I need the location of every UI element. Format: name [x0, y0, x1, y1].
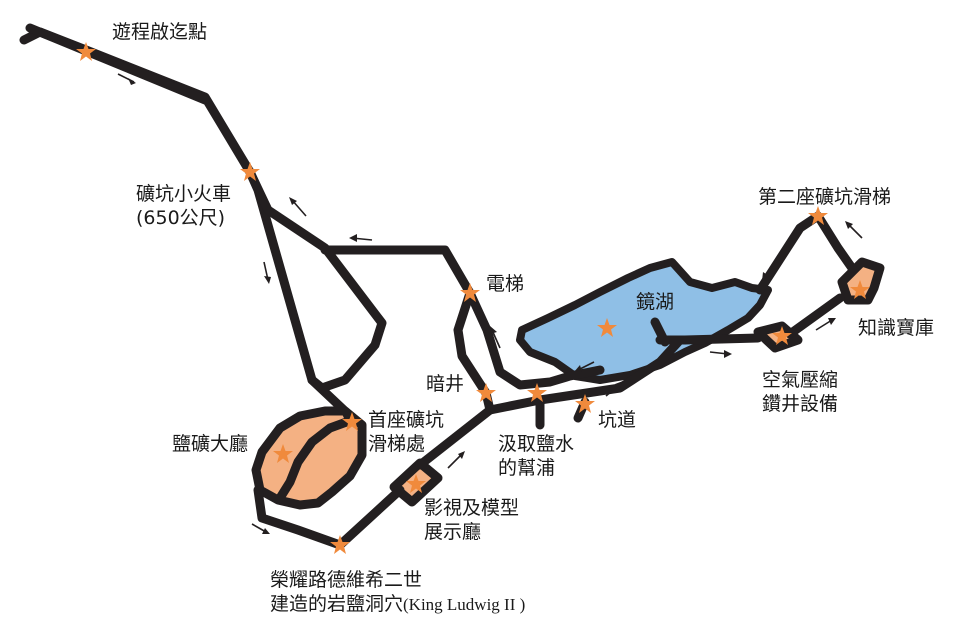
treasury-room [837, 257, 885, 305]
arrow-icon [251, 523, 270, 534]
star-icon [772, 326, 792, 345]
first-slide-label: 首座礦坑 滑梯處 [368, 408, 444, 456]
star-icon [476, 383, 496, 402]
first-slide-label-line1: 首座礦坑 [368, 409, 445, 431]
grotto-label-line2-cjk: 建造的岩鹽洞穴 [270, 593, 404, 615]
compressor-label-line1: 空氣壓縮 [762, 369, 839, 391]
grotto-label-line2: 建造的岩鹽洞穴(King Ludwig II ) [270, 592, 525, 617]
star-icon [527, 383, 547, 402]
star-markers [76, 42, 870, 554]
compressor-label: 空氣壓縮 鑽井設備 [762, 368, 838, 416]
arrow-icon [490, 326, 501, 349]
salt-hall-room [251, 406, 367, 510]
arrow-icon [762, 261, 777, 281]
mine-train-label-line1: 礦坑小火車 [136, 183, 232, 205]
star-icon [460, 283, 480, 302]
star-icon [330, 535, 350, 554]
salt-hall-label: 鹽礦大廳 [172, 433, 249, 455]
video-room-label-line2: 展示廳 [424, 521, 482, 543]
star-icon [808, 206, 828, 225]
mirror-lake-label: 鏡湖 [636, 291, 675, 313]
arrow-icon [117, 73, 136, 85]
mine-train-label: 礦坑小火車 (650公尺) [136, 182, 231, 230]
star-icon [76, 42, 96, 61]
arrow-icon [574, 361, 595, 372]
grotto-label: 榮耀路德維希二世 建造的岩鹽洞穴(King Ludwig II ) [270, 568, 525, 617]
star-icon [342, 412, 362, 431]
first-slide-track [275, 415, 357, 503]
arrow-icon [815, 318, 836, 331]
tunnel-label: 坑道 [598, 409, 637, 431]
direction-arrows [117, 73, 863, 534]
arrow-icon [605, 381, 623, 397]
video-room-label-line1: 影視及模型 [424, 497, 520, 519]
arrow-icon [709, 350, 732, 358]
mine-train-label-line2: (650公尺) [136, 207, 226, 229]
arrow-icon [289, 197, 307, 217]
star-icon [597, 318, 617, 337]
compressor-label-line2: 鑽井設備 [762, 393, 839, 415]
star-icon [406, 474, 426, 493]
brine-pump-label: 汲取鹽水 的幫浦 [498, 432, 574, 480]
second-slide-label: 第二座礦坑滑梯 [758, 186, 892, 208]
arrow-icon [263, 261, 271, 284]
first-slide-label-line2: 滑梯處 [368, 433, 426, 455]
star-icon [273, 444, 293, 463]
start-point-label: 遊程啟迄點 [112, 21, 208, 43]
grotto-label-line2-latin: (King Ludwig II ) [403, 595, 526, 614]
treasury-label: 知識寶庫 [858, 317, 935, 339]
star-icon [240, 162, 260, 181]
arrow-icon [349, 234, 373, 242]
star-icon [850, 280, 870, 299]
star-icon [575, 394, 595, 413]
video-room-label: 影視及模型 展示廳 [424, 496, 519, 544]
arrow-icon [447, 451, 465, 469]
brine-pump-label-line1: 汲取鹽水 [498, 433, 575, 455]
elevator-label: 電梯 [486, 273, 525, 295]
arrow-icon [845, 221, 863, 239]
mirror-lake-area [516, 258, 772, 384]
brine-pump-label-line2: 的幫浦 [498, 457, 556, 479]
grotto-label-line1: 榮耀路德維希二世 [270, 569, 423, 591]
dark-well-label: 暗井 [426, 373, 465, 395]
